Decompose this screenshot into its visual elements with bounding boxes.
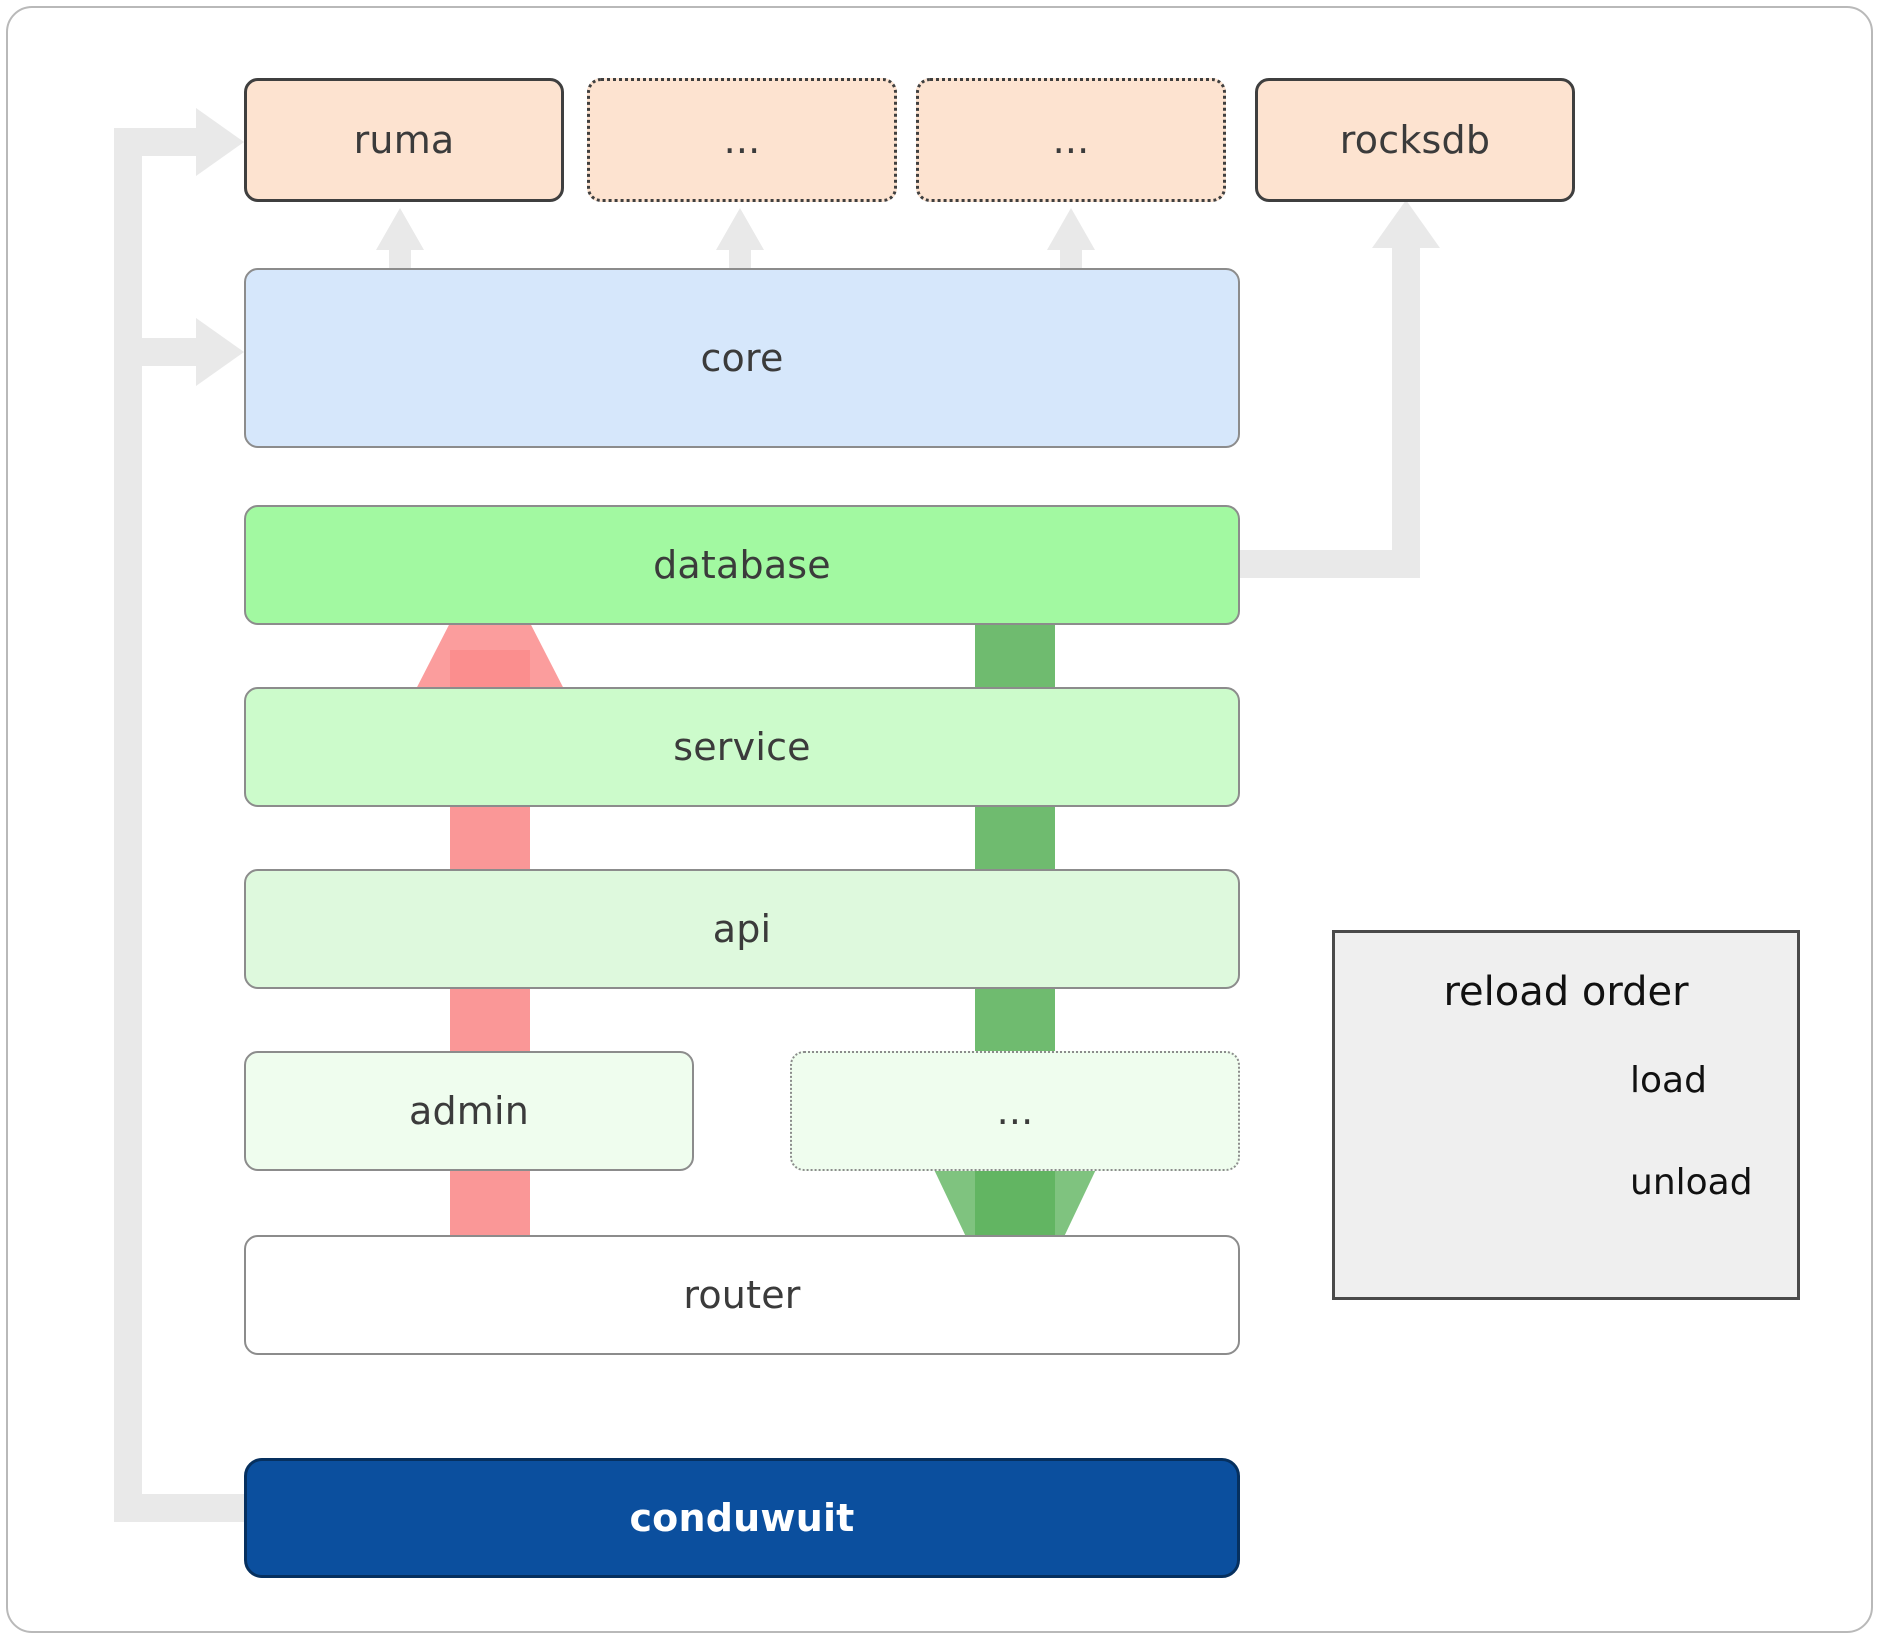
grey-connector-conduwuit-to-ruma-and-core <box>114 108 244 1522</box>
dependency-box-ruma[interactable]: ruma <box>244 78 564 202</box>
dependency-label-rocksdb: rocksdb <box>1339 118 1491 162</box>
layer-box-router[interactable]: router <box>244 1235 1240 1355</box>
legend-title: reload order <box>1443 969 1689 1015</box>
legend-label-load: load <box>1630 1060 1707 1101</box>
legend-label-unload: unload <box>1630 1162 1753 1203</box>
layer-label-admin: admin <box>408 1089 530 1133</box>
dependency-box-rocksdb[interactable]: rocksdb <box>1255 78 1575 202</box>
dependency-label-ellipsis-1: ... <box>723 118 761 162</box>
layer-box-service[interactable]: service <box>244 687 1240 807</box>
layer-box-ellipsis[interactable]: ... <box>790 1051 1240 1171</box>
layer-label-api: api <box>712 907 772 951</box>
grey-connector-database-to-rocksdb <box>1240 200 1440 578</box>
layer-label-database: database <box>653 543 831 587</box>
layer-box-admin[interactable]: admin <box>244 1051 694 1171</box>
layer-label-router: router <box>683 1273 801 1317</box>
dependency-box-ellipsis-1[interactable]: ... <box>587 78 897 202</box>
legend-panel: reload order <box>1332 930 1800 1300</box>
layer-box-database[interactable]: database <box>244 505 1240 625</box>
application-label-conduwuit: conduwuit <box>629 1496 855 1540</box>
layer-box-core[interactable]: core <box>244 268 1240 448</box>
dependency-box-ellipsis-2[interactable]: ... <box>916 78 1226 202</box>
dependency-label-ruma: ruma <box>353 118 455 162</box>
application-box-conduwuit[interactable]: conduwuit <box>244 1458 1240 1578</box>
layer-label-ellipsis: ... <box>996 1089 1034 1133</box>
dependency-label-ellipsis-2: ... <box>1052 118 1090 162</box>
layer-box-api[interactable]: api <box>244 869 1240 989</box>
layer-label-core: core <box>700 336 784 380</box>
layer-label-service: service <box>673 725 811 769</box>
